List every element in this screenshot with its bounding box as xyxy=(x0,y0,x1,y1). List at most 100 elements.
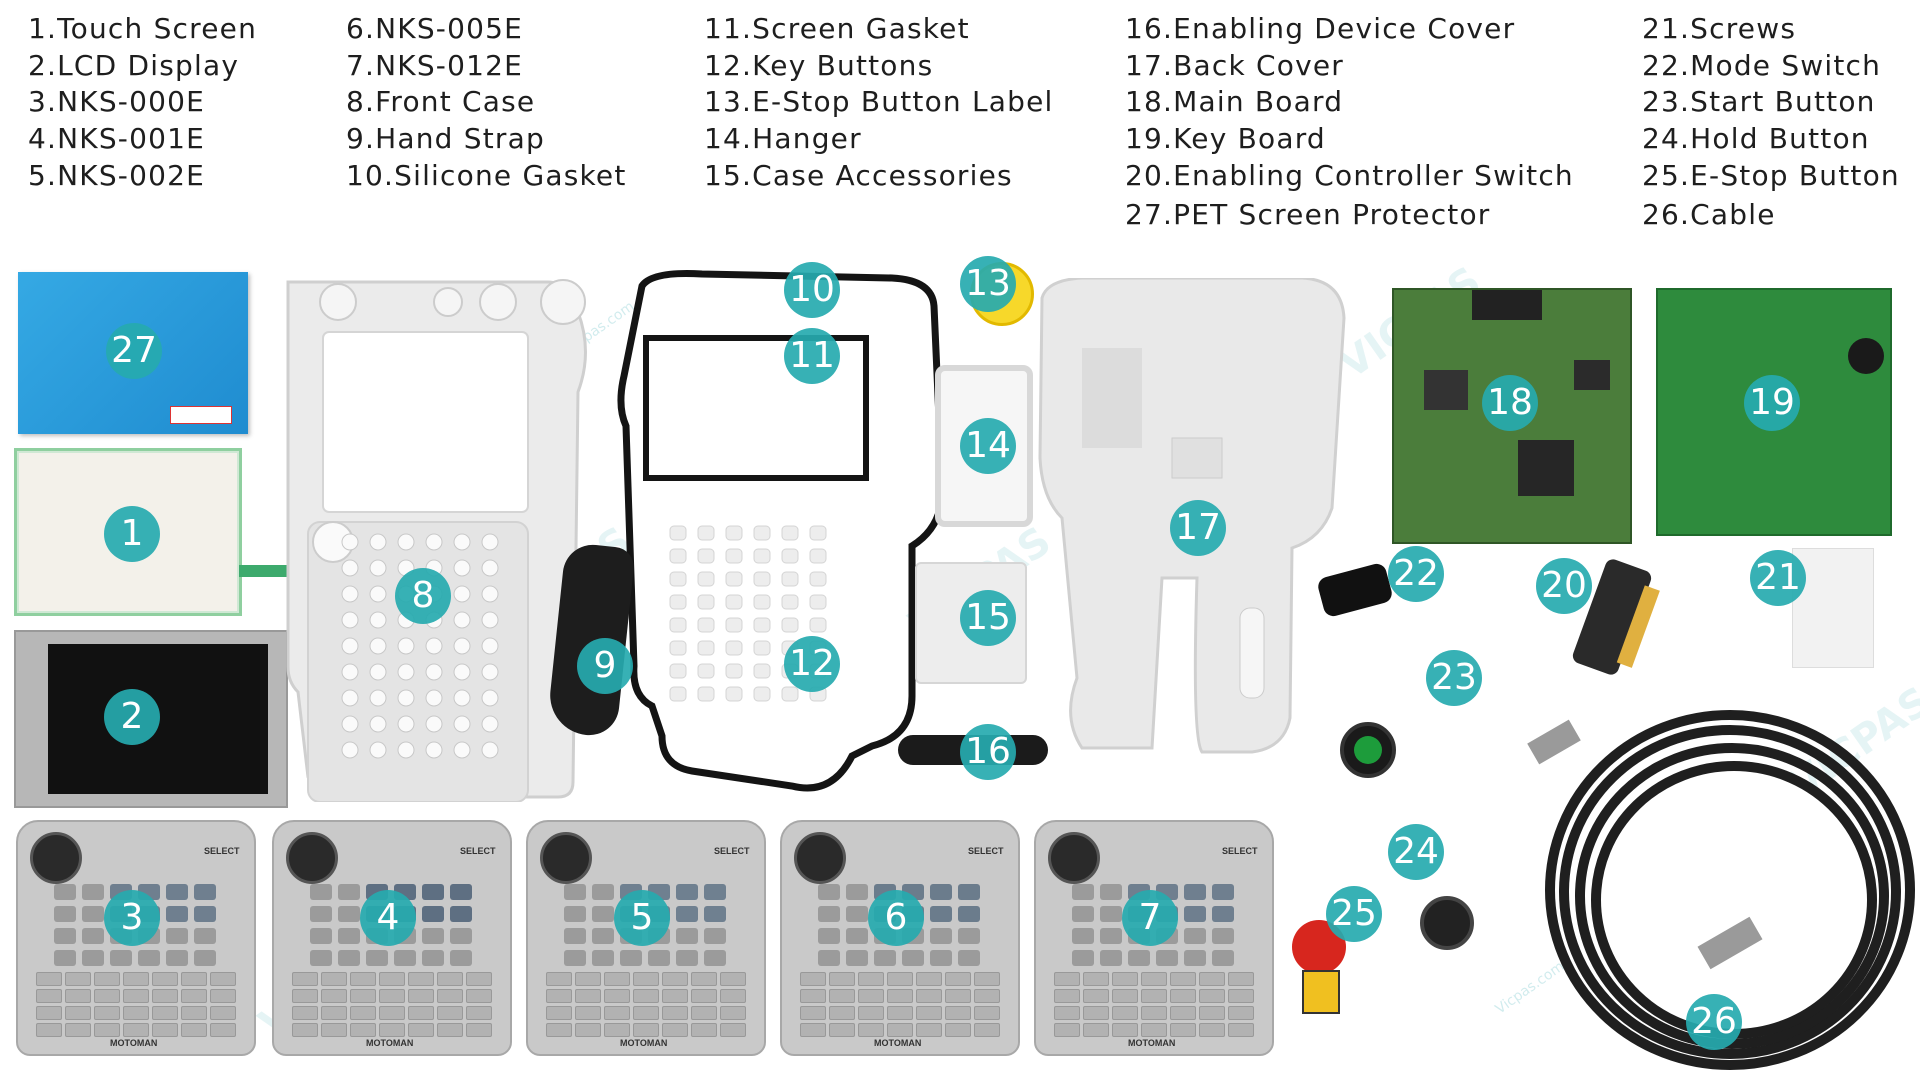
legend-item: 13.E-Stop Button Label xyxy=(704,85,1054,118)
keypad-key xyxy=(466,1023,492,1037)
keypad-key xyxy=(1083,1023,1109,1037)
keypad-key xyxy=(54,884,76,900)
keypad-key xyxy=(1083,1006,1109,1020)
front-case-keyholes xyxy=(341,533,499,759)
case-keyhole xyxy=(481,689,499,707)
cable xyxy=(1527,710,1915,1070)
keypad-key xyxy=(36,1006,62,1020)
keypad-key xyxy=(82,884,104,900)
case-keyhole xyxy=(453,611,471,629)
keypad-key xyxy=(1228,1006,1254,1020)
keypad-key xyxy=(945,1023,971,1037)
key-button xyxy=(781,617,799,633)
key-button xyxy=(809,617,827,633)
keypad-key xyxy=(437,989,463,1003)
case-keyhole xyxy=(341,741,359,759)
keypad-key xyxy=(1170,1006,1196,1020)
keypad-key xyxy=(152,989,178,1003)
keypad-key xyxy=(575,989,601,1003)
case-keyhole xyxy=(481,559,499,577)
keypad-key xyxy=(546,989,572,1003)
legend-item: 22.Mode Switch xyxy=(1642,49,1882,82)
keypad-key xyxy=(1083,989,1109,1003)
keypad-key xyxy=(210,972,236,986)
case-keyhole xyxy=(341,689,359,707)
badge-9: 9 xyxy=(577,638,633,694)
legend-item: 17.Back Cover xyxy=(1125,49,1344,82)
key-button xyxy=(753,571,771,587)
case-keyhole xyxy=(369,559,387,577)
badge-6: 6 xyxy=(868,890,924,946)
keypad-key xyxy=(662,989,688,1003)
keypad-key xyxy=(1212,884,1234,900)
keypad-key xyxy=(338,884,360,900)
keypad-key xyxy=(194,928,216,944)
keypad-key xyxy=(564,950,586,966)
keypad-key xyxy=(350,1006,376,1020)
badge-8: 8 xyxy=(395,568,451,624)
keypad-key xyxy=(633,1006,659,1020)
start-button-lamp xyxy=(1354,736,1382,764)
key-button xyxy=(781,548,799,564)
keypad-key xyxy=(1141,972,1167,986)
dpad-icon xyxy=(286,832,338,884)
case-keyhole xyxy=(425,663,443,681)
keypad-key xyxy=(1228,972,1254,986)
case-keyhole xyxy=(453,533,471,551)
keypad-key xyxy=(662,1023,688,1037)
keypad-key xyxy=(1228,989,1254,1003)
case-keyhole xyxy=(453,585,471,603)
keypad-key xyxy=(94,972,120,986)
buzzer xyxy=(1848,338,1884,374)
badge-22: 22 xyxy=(1388,546,1444,602)
keypad-key xyxy=(930,928,952,944)
brand-label: MOTOMAN xyxy=(110,1038,158,1048)
keypad-key xyxy=(152,972,178,986)
keypad-key xyxy=(704,950,726,966)
keypad-key xyxy=(1072,884,1094,900)
keypad-key xyxy=(575,972,601,986)
keypad-key xyxy=(676,928,698,944)
keypad-key xyxy=(210,989,236,1003)
board-chip xyxy=(1424,370,1468,410)
keypad-key xyxy=(166,928,188,944)
keypad-key xyxy=(1184,906,1206,922)
case-keyhole xyxy=(453,715,471,733)
select-key-label: SELECT xyxy=(968,846,1004,856)
keypad-key xyxy=(1100,950,1122,966)
legend-item: 3.NKS-000E xyxy=(28,85,206,118)
keypad-key xyxy=(379,1006,405,1020)
keypad-key xyxy=(818,906,840,922)
keypad-key xyxy=(466,972,492,986)
keypad-key xyxy=(1170,1023,1196,1037)
keypad-key xyxy=(181,989,207,1003)
keypad-key xyxy=(1100,906,1122,922)
keypad-key xyxy=(166,884,188,900)
keypad-key xyxy=(704,884,726,900)
keypad-key xyxy=(564,928,586,944)
keypad-key xyxy=(310,906,332,922)
keypad-key xyxy=(930,884,952,900)
estop-base xyxy=(1302,970,1340,1014)
case-keyhole xyxy=(341,663,359,681)
keypad-key xyxy=(1170,989,1196,1003)
keypad-key xyxy=(800,972,826,986)
legend-item: 14.Hanger xyxy=(704,122,862,155)
keypad-key xyxy=(466,989,492,1003)
keypad-key xyxy=(310,928,332,944)
keypad-key xyxy=(691,972,717,986)
key-button xyxy=(697,617,715,633)
keypad-key xyxy=(292,972,318,986)
keypad-key xyxy=(366,950,388,966)
key-button xyxy=(697,663,715,679)
legend-item: 4.NKS-001E xyxy=(28,122,206,155)
legend-item: 8.Front Case xyxy=(346,85,536,118)
parts-legend: 1.Touch Screen 2.LCD Display 3.NKS-000E … xyxy=(0,0,1920,270)
keypad-key xyxy=(958,884,980,900)
keypad-key xyxy=(54,950,76,966)
key-button xyxy=(781,571,799,587)
legend-item: 26.Cable xyxy=(1642,198,1776,231)
board-chip xyxy=(1574,360,1610,390)
start-button xyxy=(1340,722,1396,778)
key-button xyxy=(669,617,687,633)
